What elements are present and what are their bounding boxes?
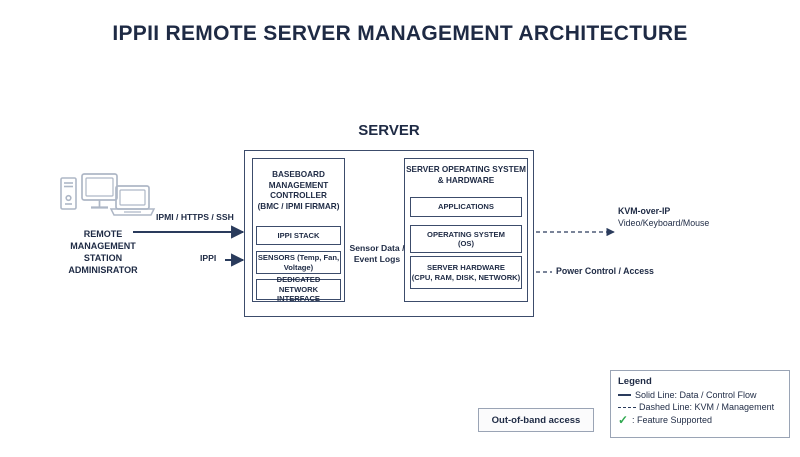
bmc-title-line-2: MANAGEMENT [268,180,329,190]
os-component-operating-system-line-2: (OS) [457,239,474,248]
edge-label-ipmi-https-ssh: IPMI / HTTPS / SSH [156,212,234,222]
edge-label-kvm-subtitle: Video/Keyboard/Mouse [618,217,710,228]
legend-item-dashed-line: Dashed Line: KVM / Management [618,402,782,412]
dashed-line-icon [618,406,636,408]
legend-box: Legend Solid Line: Data / Control Flow D… [610,370,790,438]
station-label-line-2: MANAGEMENT [70,241,136,252]
edge-label-power-control-access: Power Control / Access [556,266,654,276]
bmc-title-line-4: (BMC / IPMI FIRMAR) [257,201,340,211]
solid-line-icon [618,394,631,396]
bmc-component-dedicated-network-interface[interactable]: DEDICATED NETWORK INTERFACE [256,275,341,303]
os-component-server-hardware[interactable]: SERVER HARDWARE (CPU, RAM, DISK, NETWORK… [410,256,522,289]
os-component-server-hardware-line-1: SERVER HARDWARE [427,263,505,273]
server-os-title: SERVER OPERATING SYSTEM & HARDWARE [404,165,528,186]
legend-item-dashed-line-label: Dashed Line: KVM / Management [639,402,775,412]
bmc-component-ipmi-stack[interactable]: IPPI STACK [256,226,341,245]
desktop-monitor-icon [81,173,118,209]
bmc-title-line-1: BASEBOARD [272,170,325,179]
laptop-icon [109,185,156,216]
bmc-component-sensors[interactable]: SENSORS (Temp, Fan, Voltage) [256,251,341,274]
server-os-title-line-2: & HARDWARE [437,175,495,185]
legend-title: Legend [618,376,652,387]
os-component-server-hardware-line-2: (CPU, RAM, DISK, NETWORK) [411,272,521,282]
bmc-title-line-3: CONTROLLER [270,191,327,200]
edge-label-kvm-over-ip: KVM-over-IP Video/Keyboard/Mouse [618,206,788,230]
station-label-line-3: STATION [83,253,123,264]
out-of-band-access-box[interactable]: Out-of-band access [478,408,594,432]
edge-label-sensor-line-2: Event Logs [353,254,401,265]
check-icon: ✓ [618,413,629,427]
legend-item-solid-line: Solid Line: Data / Control Flow [618,390,782,400]
os-component-applications[interactable]: APPLICATIONS [410,197,522,217]
administrator-label: ADMINISRATOR [68,265,138,275]
os-component-operating-system[interactable]: OPERATING SYSTEM (OS) [410,225,522,253]
bmc-title: BASEBOARD MANAGEMENT CONTROLLER (BMC / I… [252,170,345,212]
edge-label-sensor-data-event-logs: Sensor Data / Event Logs [348,243,406,265]
legend-item-feature-supported: ✓ : Feature Supported [618,414,782,426]
legend-item-solid-line-label: Solid Line: Data / Control Flow [635,390,757,400]
remote-management-station-label: REMOTE MANAGEMENT STATION [38,228,168,264]
legend-item-feature-supported-label: : Feature Supported [632,415,713,425]
server-heading: SERVER [358,122,420,139]
os-component-operating-system-line-1: OPERATING SYSTEM [427,229,505,239]
edge-label-sensor-line-1: Sensor Data / [349,243,405,253]
station-label-line-1: REMOTE [83,229,123,239]
server-os-title-line-1: SERVER OPERATING SYSTEM [406,165,526,174]
edge-label-kvm-title: KVM-over-IP [618,206,671,216]
page-title: IPPII REMOTE SERVER MANAGEMENT ARCHITECT… [112,22,688,45]
tower-pc-icon [60,177,77,210]
edge-label-ippi: IPPI [200,253,217,263]
